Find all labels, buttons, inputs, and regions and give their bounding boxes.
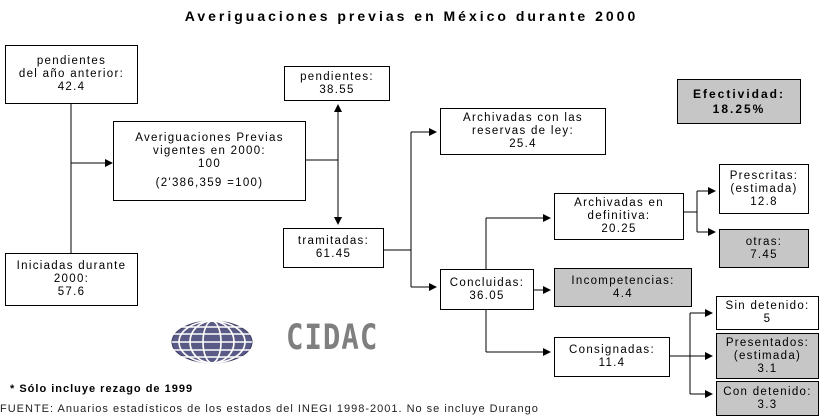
box-con-detenido: Con detenido: 3.3 (716, 381, 819, 416)
box-concluidas-label: Concluidas: (449, 276, 525, 289)
box-sin-detenido: Sin detenido: 5 (716, 296, 819, 330)
box-presentados-label: Presentados: (estimada) (725, 336, 810, 362)
box-pendientes: pendientes: 38.55 (284, 66, 390, 101)
diagram-title: Averiguaciones previas en México durante… (184, 8, 639, 24)
box-pendientes-label: pendientes: (300, 70, 374, 83)
source-note: FUENTE: Anuarios estadísticos de los est… (0, 403, 539, 415)
box-con-detenido-label: Con detenido: (723, 385, 812, 398)
box-consignadas-value: 11.4 (598, 357, 626, 369)
box-presentados: Presentados: (estimada) 3.1 (716, 333, 819, 379)
box-archivadas-reservas-label: Archivadas con las reservas de ley: (463, 112, 583, 137)
box-prescritas: Prescritas: (estimada) 12.8 (719, 164, 809, 214)
box-sin-detenido-label: Sin detenido: (725, 300, 810, 312)
box-pendientes-value: 38.55 (319, 83, 355, 96)
box-archivadas-definitiva-label: Archivadas en definitiva: (574, 197, 664, 222)
cidac-logo-text: CIDAC (286, 316, 379, 358)
cidac-globe-icon (171, 320, 253, 364)
box-efectividad-label: Efectividad: (692, 86, 785, 101)
box-tramitadas-value: 61.45 (315, 248, 352, 260)
box-vigentes-label: Averiguaciones Previas vigentes en 2000: (135, 132, 284, 157)
box-tramitadas-label: tramitadas: (297, 235, 370, 247)
box-prescritas-label: Prescritas: (estimada) (729, 169, 799, 195)
box-presentados-value: 3.1 (757, 362, 778, 375)
box-consignadas-label: Consignadas: (569, 344, 655, 356)
box-pendientes-anterior-label: pendientes del año anterior: (18, 55, 125, 80)
box-incompetencias-value: 4.4 (613, 287, 633, 300)
box-pendientes-anterior: pendientes del año anterior: 42.4 (5, 45, 138, 104)
box-efectividad-value: 18.25% (712, 101, 766, 116)
box-archivadas-definitiva: Archivadas en definitiva: 20.25 (554, 193, 684, 240)
box-archivadas-reservas: Archivadas con las reservas de ley: 25.4 (440, 108, 606, 155)
box-vigentes-value: 100 (197, 158, 222, 170)
box-incompetencias-label: Incompetencias: (571, 274, 675, 287)
box-vigentes-note: (2'386,359 =100) (155, 177, 264, 189)
box-otras-label: otras: (745, 235, 783, 248)
box-archivadas-definitiva-value: 20.25 (601, 223, 637, 235)
box-vigentes: Averiguaciones Previas vigentes en 2000:… (113, 121, 306, 201)
box-con-detenido-value: 3.3 (757, 398, 778, 411)
box-sin-detenido-value: 5 (763, 313, 772, 325)
box-pendientes-anterior-value: 42.4 (57, 81, 86, 93)
box-concluidas: Concluidas: 36.05 (440, 269, 534, 310)
box-consignadas: Consignadas: 11.4 (554, 337, 670, 377)
box-iniciadas-label: Iniciadas durante 2000: (16, 260, 127, 285)
box-efectividad: Efectividad: 18.25% (677, 79, 801, 124)
box-iniciadas-value: 57.6 (57, 286, 86, 298)
box-tramitadas: tramitadas: 61.45 (283, 228, 384, 268)
box-otras: otras: 7.45 (719, 229, 809, 268)
box-concluidas-value: 36.05 (469, 289, 505, 302)
box-prescritas-value: 12.8 (750, 195, 778, 208)
box-incompetencias: Incompetencias: 4.4 (554, 268, 692, 307)
box-archivadas-reservas-value: 25.4 (509, 138, 537, 150)
box-iniciadas: Iniciadas durante 2000: 57.6 (5, 253, 138, 306)
box-otras-value: 7.45 (750, 248, 778, 261)
footnote: * Sólo incluye rezago de 1999 (10, 383, 194, 395)
